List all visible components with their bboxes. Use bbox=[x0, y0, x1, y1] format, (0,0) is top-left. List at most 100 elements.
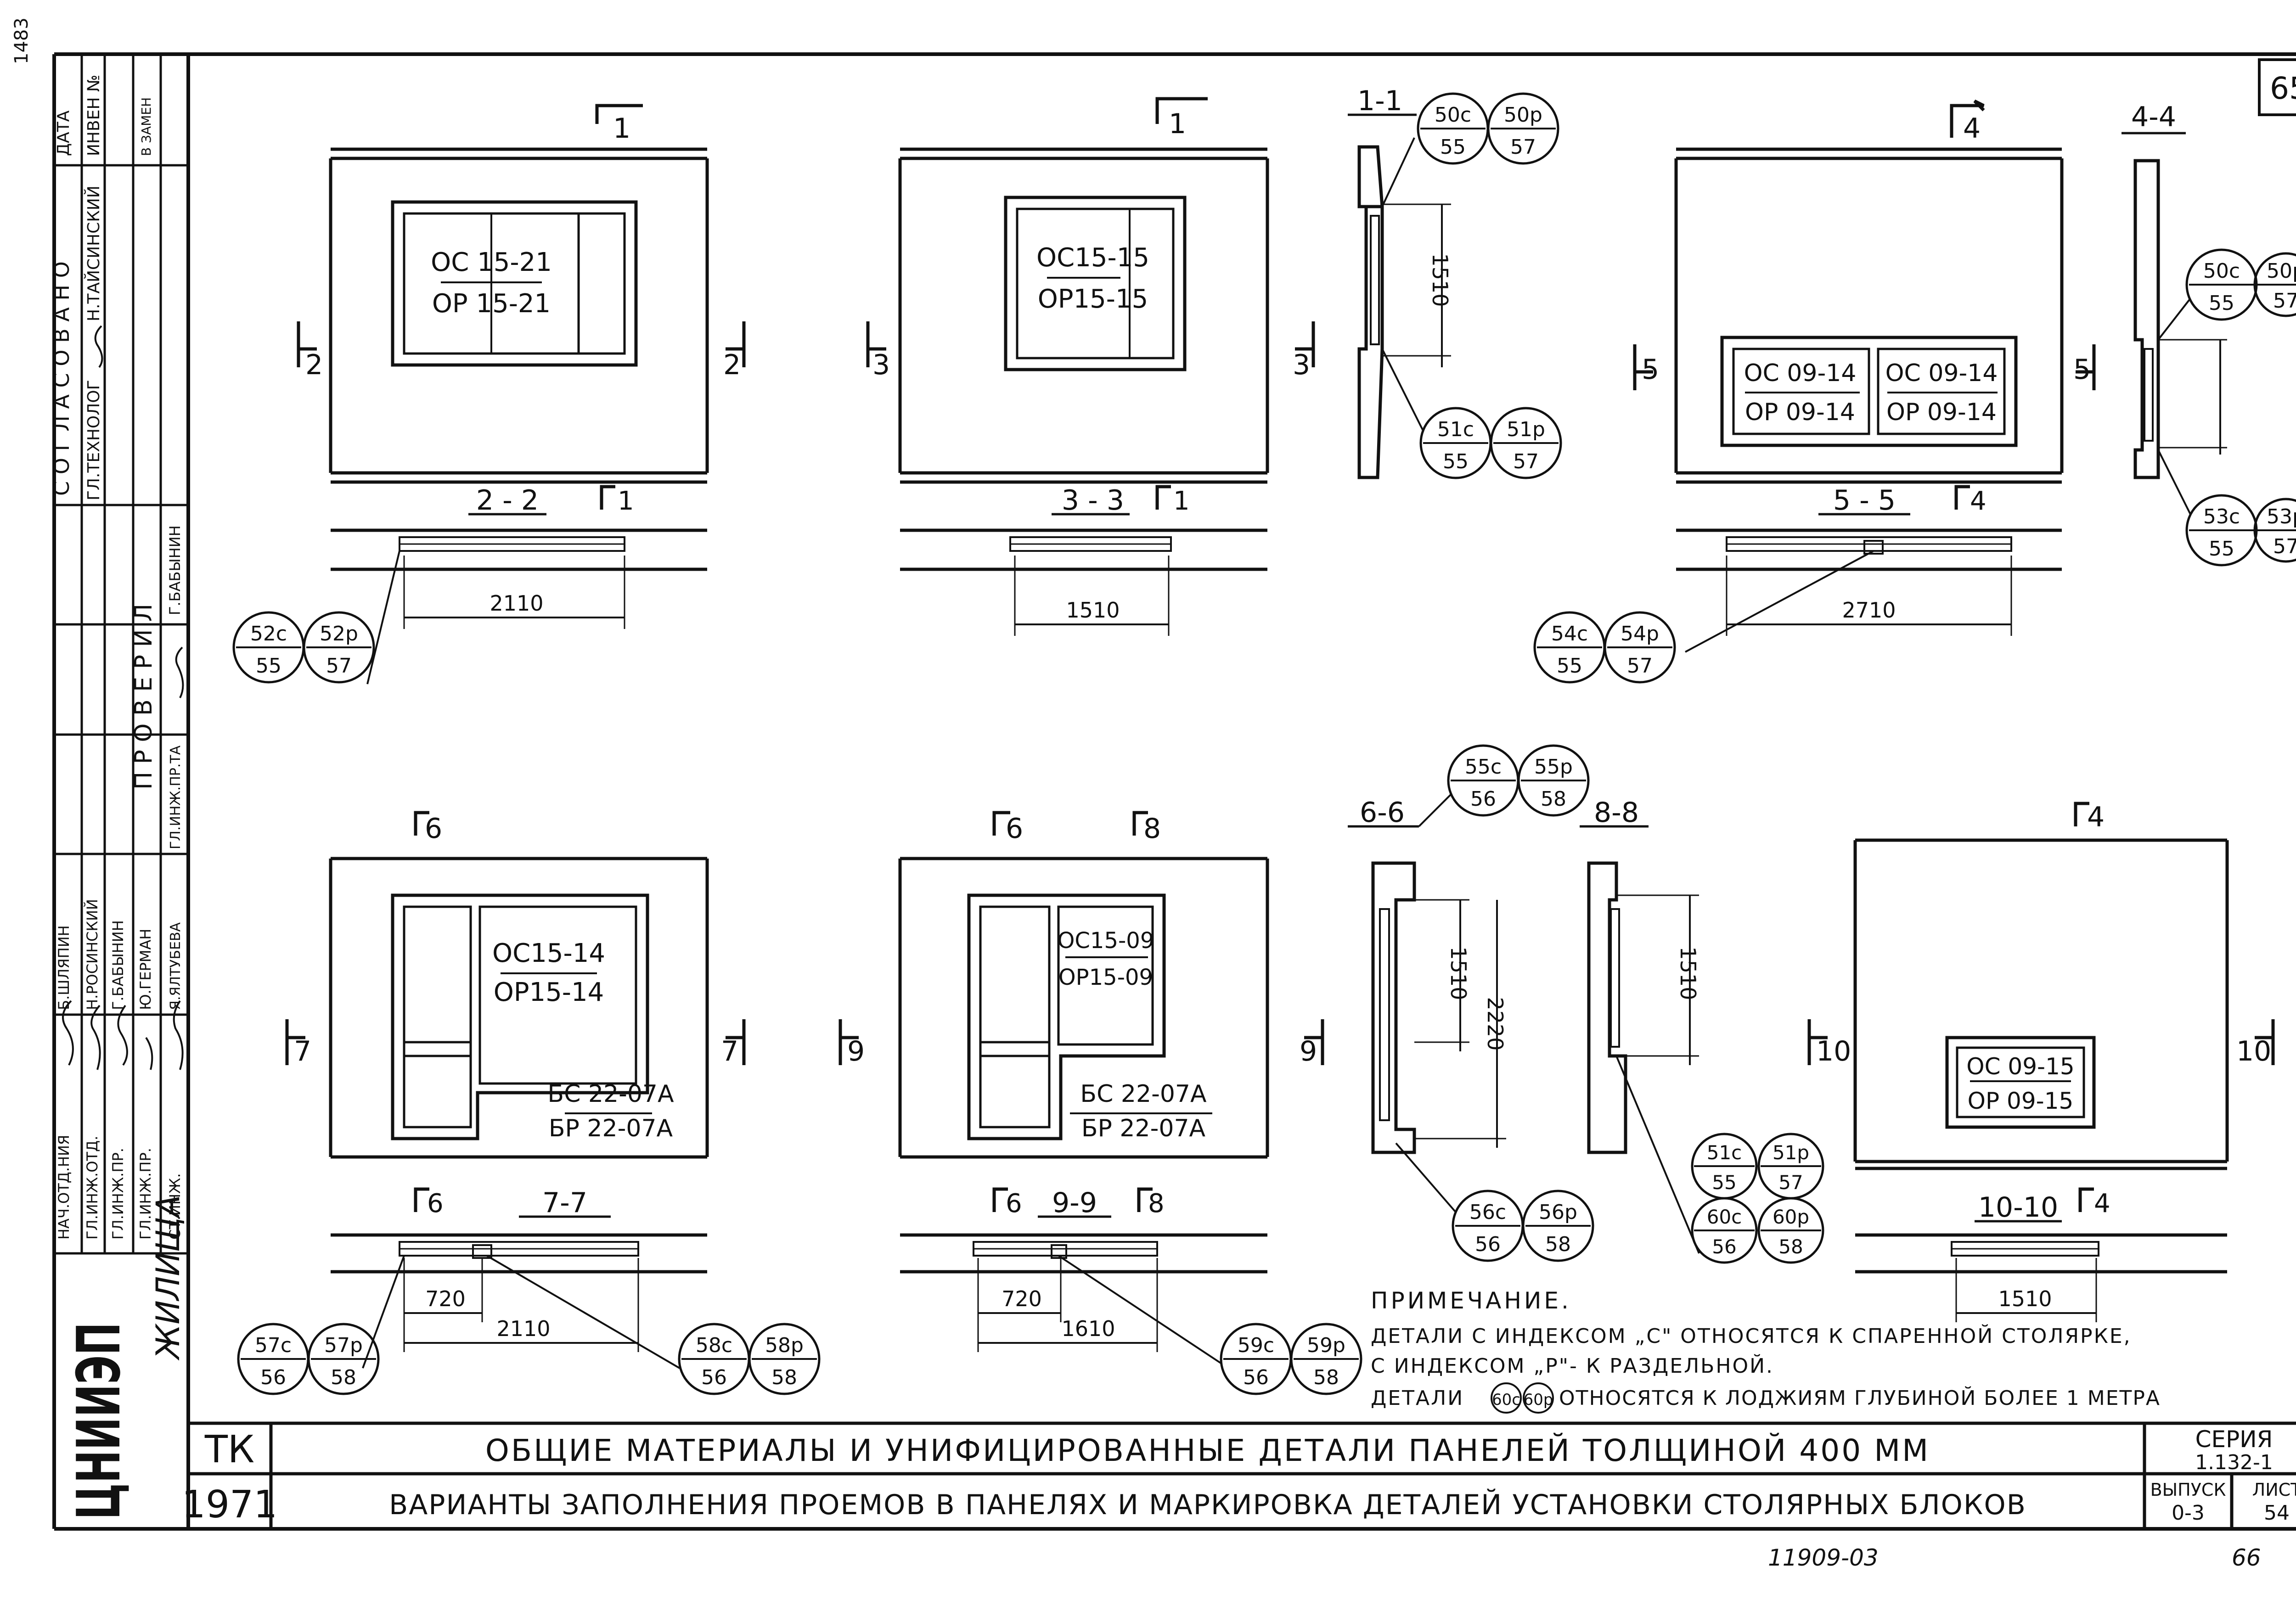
p6-cut-left: 10 bbox=[1816, 1035, 1851, 1067]
panel-2-elevation: ОС15-15 ОР15-15 1 3 3 bbox=[866, 97, 1315, 484]
s22-callout-1: 52с 55 bbox=[232, 611, 305, 684]
p5-cut-top1: 6 bbox=[1006, 813, 1023, 845]
s33-dim: 1510 bbox=[1066, 598, 1120, 623]
s55-c2-bot: 57 bbox=[1627, 654, 1653, 678]
s99-cut2: 8 bbox=[1148, 1189, 1165, 1218]
s22-cut: 1 bbox=[618, 486, 634, 516]
s33-cut: 1 bbox=[1173, 486, 1190, 516]
s44-c4-top: 53р bbox=[2267, 505, 2296, 528]
s11-c4-bot: 57 bbox=[1513, 450, 1539, 473]
s99-callout-1: 59с 56 bbox=[1220, 1323, 1292, 1395]
s11-callout-4: 51р 57 bbox=[1490, 407, 1562, 479]
s66-callout-3: 56с 56 bbox=[1452, 1190, 1524, 1262]
s77-c2-top: 57р bbox=[324, 1334, 363, 1357]
s88-c2-top: 51р bbox=[1773, 1141, 1809, 1164]
approval-texts: С О Г Л А С О В А Н О ГЛ.ТЕХНОЛОГ Н.ТАЙС… bbox=[49, 75, 184, 1240]
p5-cut-top2: 8 bbox=[1143, 813, 1161, 845]
p5-cut-left: 9 bbox=[847, 1035, 865, 1067]
s66-callout-4: 56р 58 bbox=[1522, 1190, 1594, 1262]
s99-c2-top: 59р bbox=[1307, 1334, 1345, 1357]
s77-c2-bot: 58 bbox=[331, 1366, 356, 1389]
p4-window-top: ОС15-14 bbox=[492, 938, 605, 968]
name-2: Н.РОСИНСКИЙ bbox=[84, 899, 101, 1010]
name-3: Г.БАБЫНИН bbox=[109, 920, 127, 1010]
section-1-1: 1-1 1510 50с 55 50р 57 51с 55 51р 57 bbox=[1348, 85, 1562, 479]
panel-1-elevation: ОС 15-21 ОР 15-21 1 2 2 bbox=[297, 104, 746, 484]
s66-c3-bot: 56 bbox=[1475, 1233, 1501, 1256]
agreed-title: С О Г Л А С О В А Н О bbox=[49, 261, 74, 496]
s99-dim2: 1610 bbox=[1061, 1316, 1115, 1341]
s77-c4-bot: 58 bbox=[771, 1366, 797, 1389]
s55-callout-1: 54с 55 bbox=[1533, 611, 1606, 684]
s66-dim1: 1510 bbox=[1446, 946, 1471, 1000]
p4-cut-top: 6 bbox=[425, 813, 442, 845]
s88-callout-3: 60с 56 bbox=[1691, 1197, 1758, 1264]
s88-c1-top: 51с bbox=[1707, 1141, 1742, 1164]
p3-window2-top: ОС 09-14 bbox=[1885, 359, 1998, 387]
checked-role: ГЛ.ИНЖ.ПР.ТА bbox=[168, 745, 184, 849]
note-line-1: ДЕТАЛИ С ИНДЕКСОМ „С" ОТНОСЯТСЯ К СПАРЕН… bbox=[1371, 1324, 2132, 1348]
note-title: ПРИМЕЧАНИЕ. bbox=[1371, 1287, 1571, 1314]
position-3: ГЛ.ИНЖ.ПР. bbox=[109, 1148, 127, 1240]
s88-callout-2: 51р 57 bbox=[1757, 1133, 1824, 1200]
s77-c3-top: 58с bbox=[696, 1334, 732, 1357]
sheet-label: ЛИСТ bbox=[2252, 1480, 2296, 1500]
s99-c2-bot: 58 bbox=[1313, 1366, 1339, 1389]
s55-dim: 2710 bbox=[1842, 598, 1896, 623]
note-c2: 60р bbox=[1524, 1391, 1553, 1409]
section-7-7: 7-7 6 720 2110 57с 56 57р 58 58с 56 58р … bbox=[237, 1187, 821, 1395]
header-date: ДАТА bbox=[54, 110, 73, 156]
checked-title: П Р О В Е Р И Л bbox=[130, 604, 158, 790]
s99-cut1: 6 bbox=[1006, 1189, 1022, 1218]
s55-cut: 4 bbox=[1970, 486, 1986, 516]
s66-callout-1: 55с 56 bbox=[1447, 744, 1519, 817]
margin-mark: 1483 bbox=[11, 17, 32, 64]
agreed-role: ГЛ.ТЕХНОЛОГ bbox=[84, 380, 103, 500]
s66-c3-top: 56с bbox=[1469, 1201, 1506, 1224]
p3-cut-right: 5 bbox=[2073, 354, 2091, 386]
s77-callout-1: 57с 56 bbox=[237, 1323, 310, 1395]
s44-callout-3: 53с 55 bbox=[2185, 494, 2258, 567]
name-1: Б.ШЛЯПИН bbox=[55, 925, 73, 1010]
s44-callout-1: 50с 55 bbox=[2185, 248, 2258, 321]
position-1: НАЧ.ОТД.НИЯ bbox=[55, 1135, 73, 1240]
s44-callout-2: 50р 57 bbox=[2253, 252, 2296, 317]
s22-label: 2 - 2 bbox=[476, 484, 539, 516]
org-name: ЦНИИЭП bbox=[64, 1322, 134, 1520]
p5-door-top: БС 22-07А bbox=[1080, 1080, 1207, 1108]
s77-callout-3: 58с 56 bbox=[678, 1323, 750, 1395]
section-10-10: 10-10 4 1510 bbox=[1855, 1187, 2227, 1322]
p1-cut-top: 1 bbox=[613, 112, 630, 145]
p2-cut-left: 3 bbox=[872, 349, 890, 381]
agreed-name: Н.ТАЙСИНСКИЙ bbox=[84, 185, 103, 321]
p4-cut-left: 7 bbox=[294, 1035, 311, 1067]
s44-callout-4: 53р 57 bbox=[2253, 498, 2296, 563]
s55-c1-top: 54с bbox=[1551, 622, 1588, 646]
section-2-2: 2 - 2 1 2110 52с 55 52р 57 bbox=[232, 484, 707, 685]
p6-cut-right: 10 bbox=[2236, 1035, 2271, 1067]
title-code: ТК bbox=[204, 1428, 254, 1471]
s1010-dim: 1510 bbox=[1998, 1286, 2052, 1311]
s11-callout-2: 50р 57 bbox=[1487, 92, 1559, 165]
s66-label: 6-6 bbox=[1360, 797, 1405, 829]
s22-c1-top: 52с bbox=[250, 622, 287, 646]
sheet-number-box: 65 bbox=[2258, 58, 2296, 116]
s77-c1-top: 57с bbox=[255, 1334, 292, 1357]
s88-c3-bot: 56 bbox=[1712, 1235, 1736, 1258]
s88-c2-bot: 57 bbox=[1778, 1171, 1803, 1194]
section-4-4: 4-4 50с 55 50р 57 53с 55 53р 57 bbox=[2122, 101, 2296, 567]
p5-window-bot: ОР15-09 bbox=[1058, 965, 1153, 990]
header-replacement: В ЗАМЕН bbox=[139, 97, 154, 156]
p2-window-top: ОС15-15 bbox=[1036, 243, 1149, 273]
position-4: ГЛ.ИНЖ.ПР. bbox=[137, 1148, 154, 1240]
s55-callout-2: 54р 57 bbox=[1604, 611, 1676, 684]
title-year: 1971 bbox=[182, 1483, 278, 1527]
position-5: СТ.ИНЖ. bbox=[166, 1173, 184, 1240]
s22-callout-2: 52р 57 bbox=[303, 611, 375, 684]
p6-window-bot: ОР 09-15 bbox=[1968, 1088, 2074, 1114]
s44-c2-top: 50р bbox=[2267, 259, 2296, 283]
p5-cut-right: 9 bbox=[1300, 1035, 1317, 1067]
p5-window-top: ОС15-09 bbox=[1058, 928, 1154, 954]
s99-label: 9-9 bbox=[1052, 1187, 1097, 1219]
